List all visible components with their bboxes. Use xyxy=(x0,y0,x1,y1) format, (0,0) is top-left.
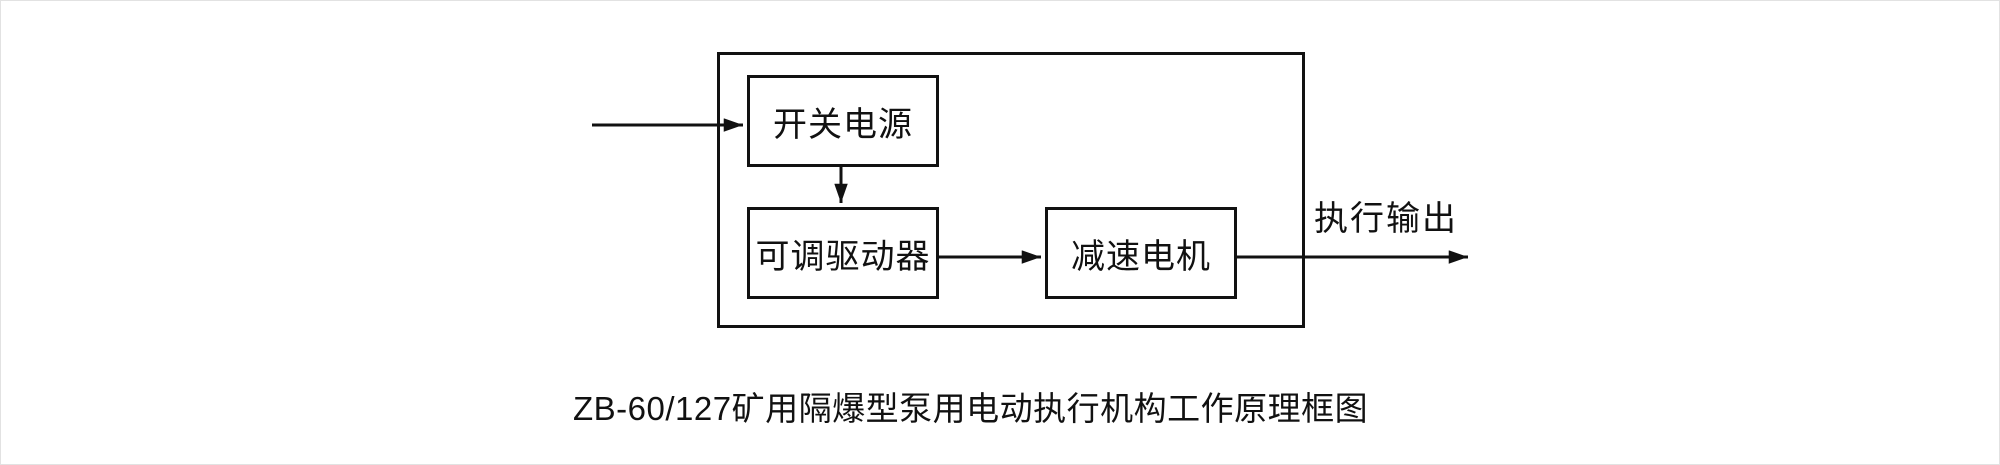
block-gear-motor: 减速电机 xyxy=(1045,207,1237,299)
figure-caption: ZB-60/127矿用隔爆型泵用电动执行机构工作原理框图 xyxy=(573,390,1369,427)
block-switching-power-supply: 开关电源 xyxy=(747,75,939,167)
system-boundary-rect xyxy=(717,52,1305,328)
block-switching-power-supply-label: 开关电源 xyxy=(773,105,913,144)
block-adjustable-driver: 可调驱动器 xyxy=(747,207,939,299)
output-arrow-label: 执行输出 xyxy=(1314,200,1458,238)
block-gear-motor-label: 减速电机 xyxy=(1071,237,1211,276)
block-adjustable-driver-label: 可调驱动器 xyxy=(755,237,931,276)
